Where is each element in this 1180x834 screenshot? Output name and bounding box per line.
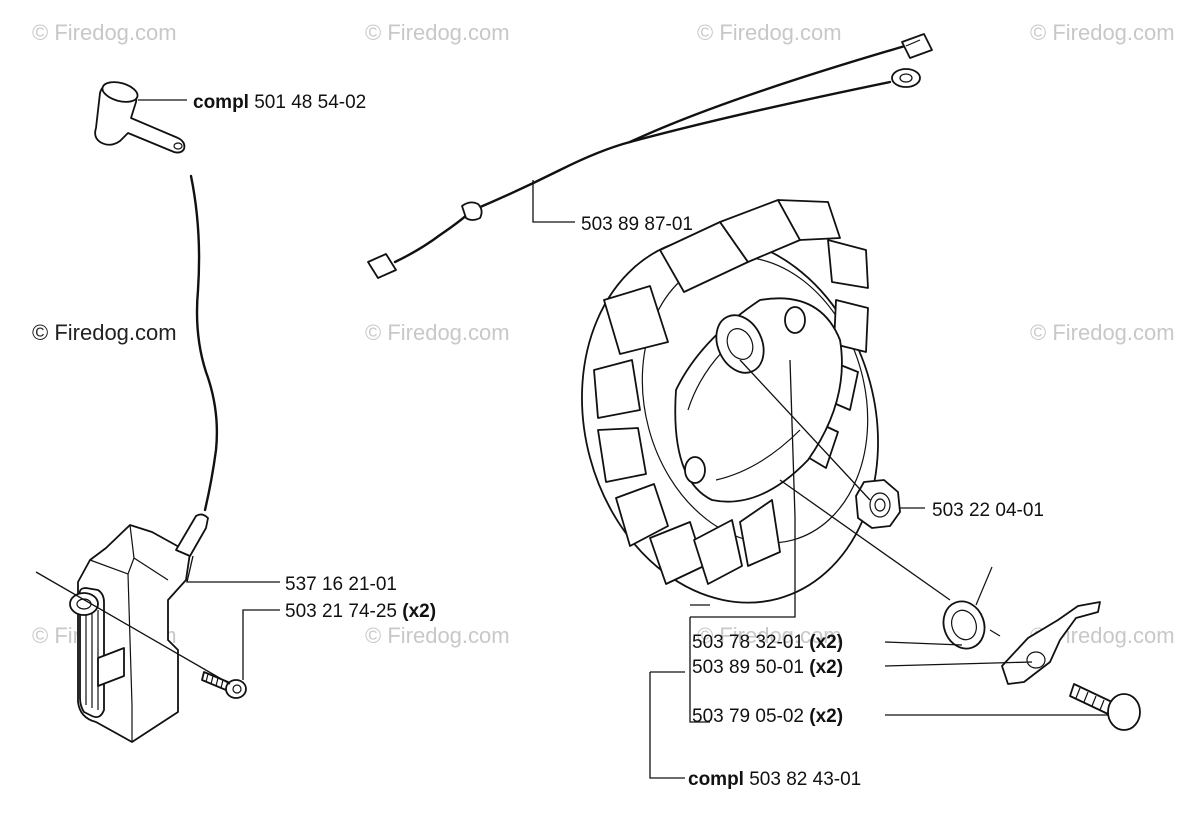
label-pawl-bolt: 503 79 05-02 (x2)	[692, 706, 843, 727]
watermarks: © Firedog.com © Firedog.com © Firedog.co…	[32, 20, 1175, 648]
module-screw	[201, 671, 247, 699]
label-spring: 503 78 32-01 (x2)	[692, 632, 843, 653]
label-module-screw: 503 21 74-25 (x2)	[285, 601, 436, 622]
flywheel-nut	[855, 479, 901, 529]
leader-line	[649, 671, 685, 779]
watermark-text: © Firedog.com	[32, 20, 177, 45]
leader-line	[35, 571, 231, 685]
leader-line	[690, 517, 796, 618]
watermark-text: © Firedog.com	[365, 623, 510, 648]
watermark-text: © Firedog.com	[32, 320, 177, 345]
leader-line	[242, 609, 280, 680]
label-wire-harness: 503 89 87-01	[581, 214, 693, 235]
watermark-text: © Firedog.com	[365, 320, 510, 345]
label-pawl: 503 89 50-01 (x2)	[692, 657, 843, 678]
flywheel	[581, 199, 879, 604]
pawl-bolt	[1069, 683, 1141, 731]
leader-line	[532, 180, 575, 223]
ignition-lead	[189, 174, 219, 512]
label-flywheel: compl 503 82 43-01	[688, 769, 861, 790]
leader-line	[884, 661, 1033, 667]
leader-line	[789, 359, 796, 518]
spark-plug-cap	[94, 81, 186, 154]
watermark-text: © Firedog.com	[1030, 20, 1175, 45]
leader-line	[779, 479, 951, 601]
watermark-text: © Firedog.com	[697, 623, 842, 648]
label-spark-plug-cap: compl 501 48 54-02	[193, 92, 366, 113]
watermark-text: © Firedog.com	[697, 20, 842, 45]
watermark-text: © Firedog.com	[365, 20, 510, 45]
starter-pawl	[1001, 601, 1101, 685]
wire-harness	[367, 33, 933, 279]
leader-lines	[35, 99, 1108, 779]
leader-line	[739, 359, 871, 501]
leader-line	[884, 641, 963, 646]
watermark-text: © Firedog.com	[1030, 320, 1175, 345]
label-ignition-module: 537 16 21-01	[285, 574, 397, 595]
pawl-spring	[942, 566, 1001, 650]
leader-line	[186, 555, 280, 583]
label-nut: 503 22 04-01	[932, 500, 1044, 521]
part-labels: compl 501 48 54-02 503 89 87-01 503 22 0…	[193, 92, 1044, 790]
ignition-module	[69, 513, 209, 743]
leader-line	[689, 604, 710, 723]
